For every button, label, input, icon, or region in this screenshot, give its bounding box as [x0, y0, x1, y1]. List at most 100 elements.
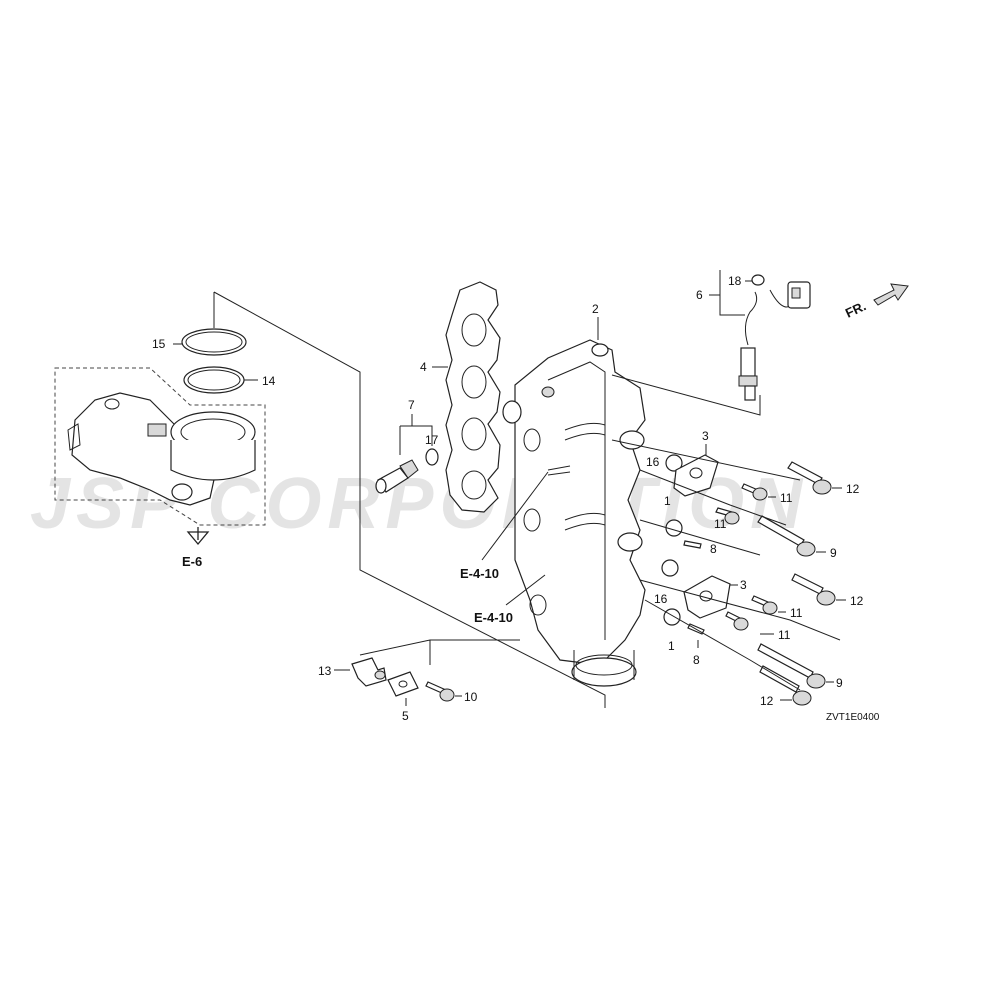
o-ring-15-inner — [185, 331, 243, 353]
manifold-outlet-ring — [571, 657, 637, 687]
gasket-outline — [445, 281, 501, 513]
callout-2: 2 — [592, 302, 599, 316]
bracket-6 — [709, 270, 745, 316]
gasket-port-2 — [461, 365, 487, 399]
bolt-10-head — [439, 688, 455, 702]
manifold-rib-2 — [564, 512, 606, 531]
callout-12a: 12 — [846, 482, 860, 496]
gasket-4 — [445, 281, 501, 513]
cover-bolt-hole — [104, 398, 120, 410]
callout-12c: 12 — [760, 694, 774, 708]
bolt-12-mid-shank — [791, 573, 824, 595]
callout-11a: 11 — [780, 491, 793, 505]
exhaust-manifold-2 — [502, 339, 646, 687]
bolt-9-upper-head — [796, 541, 816, 557]
plate-5-hole — [398, 680, 408, 688]
bolt-9-lower-head — [806, 673, 826, 689]
stud-8-upper — [683, 540, 702, 549]
ref-label-e6: E-6 — [182, 554, 202, 569]
guide-line-bracket — [359, 639, 520, 665]
cover-nipple — [171, 483, 193, 501]
manifold-outlet-walls — [573, 650, 635, 680]
fr-label: FR. — [843, 298, 868, 320]
manifold-port-2 — [523, 508, 541, 532]
sensor-wire — [744, 291, 758, 346]
callout-3b: 3 — [740, 578, 747, 592]
callout-1b: 1 — [668, 639, 675, 653]
manifold-ridge — [547, 361, 606, 640]
ref-label-e410-lower: E-4-10 — [474, 610, 513, 625]
bolt-12-upper-head — [812, 479, 832, 495]
thermostat-cover-group — [54, 367, 266, 546]
cover-outlet-body — [170, 440, 256, 481]
guide-line-3 — [639, 519, 761, 556]
manifold-bolt-top — [541, 386, 555, 398]
bolt-11-low-head — [733, 617, 749, 631]
clamp-13-hole — [374, 670, 386, 680]
bolt-12-mid-head — [816, 590, 836, 606]
callout-13: 13 — [318, 664, 332, 678]
leader-e410-upper — [481, 471, 549, 561]
flange-3-upper-hole — [689, 467, 703, 479]
flange-3-lower — [683, 575, 731, 619]
bracket-assembly — [351, 657, 455, 702]
manifold-rib-3 — [547, 465, 571, 476]
callout-7: 7 — [408, 398, 415, 412]
bracket-7 — [399, 425, 433, 455]
sensor-hex — [399, 459, 419, 479]
cover-pad — [147, 423, 167, 437]
guide-line-2 — [639, 469, 787, 526]
guide-line-5 — [644, 599, 801, 691]
manifold-flange-lower — [617, 532, 643, 552]
sensor-hex — [738, 375, 758, 387]
bolt-12-lower-shank — [759, 665, 800, 693]
manifold-boss-left — [502, 400, 522, 424]
bolt-12-lower-head — [792, 690, 812, 706]
bolt-12-upper-shank — [787, 461, 823, 485]
oxygen-sensor-6 — [738, 274, 811, 401]
ref-label-e410-upper: E-4-10 — [460, 566, 499, 581]
sensor-connector-latch — [791, 287, 801, 299]
callout-1a: 1 — [664, 494, 671, 508]
callout-8b: 8 — [693, 653, 700, 667]
callout-16b: 16 — [654, 592, 668, 606]
front-direction-indicator: FR. — [843, 283, 909, 321]
callout-9b: 9 — [836, 676, 843, 690]
callout-15: 15 — [152, 337, 166, 351]
callout-12b: 12 — [850, 594, 864, 608]
o-ring-15 — [181, 328, 247, 356]
thermostat-cover — [71, 392, 216, 506]
bolt-9-lower-shank — [757, 643, 814, 679]
callout-8a: 8 — [710, 542, 717, 556]
callout-14: 14 — [262, 374, 276, 388]
callout-11d: 11 — [778, 628, 791, 642]
manifold-body — [514, 339, 646, 666]
callout-11c: 11 — [790, 606, 803, 620]
cover-tab — [67, 423, 81, 451]
bolt-11-mid-head — [724, 511, 740, 525]
washer-17 — [425, 448, 439, 466]
e6-arrow-head — [186, 531, 210, 546]
sensor-tip — [375, 478, 387, 494]
manifold-outlet-inner — [575, 654, 633, 676]
callout-3a: 3 — [702, 429, 709, 443]
manifold-flange-upper — [619, 430, 645, 450]
assembly-line-main — [213, 291, 606, 708]
callout-4: 4 — [420, 360, 427, 374]
diagram-code: ZVT1E0400 — [826, 712, 880, 723]
gasket-port-4 — [461, 470, 487, 500]
plate-5 — [387, 671, 419, 697]
cover-dashed-outline — [54, 367, 266, 526]
manifold-port-1 — [523, 428, 541, 452]
manifold-rib-1 — [564, 422, 606, 441]
bolt-11-lower-head — [762, 601, 778, 615]
leader-manifold-sensor — [611, 374, 761, 416]
fr-arrow-icon — [873, 283, 909, 306]
callout-9a: 9 — [830, 546, 837, 560]
gasket-port-1 — [461, 313, 487, 347]
temp-sensor-7 — [375, 459, 419, 494]
wire-clip-18 — [751, 274, 765, 286]
gasket-port-3 — [461, 417, 487, 451]
callout-11b: 11 — [714, 517, 727, 531]
